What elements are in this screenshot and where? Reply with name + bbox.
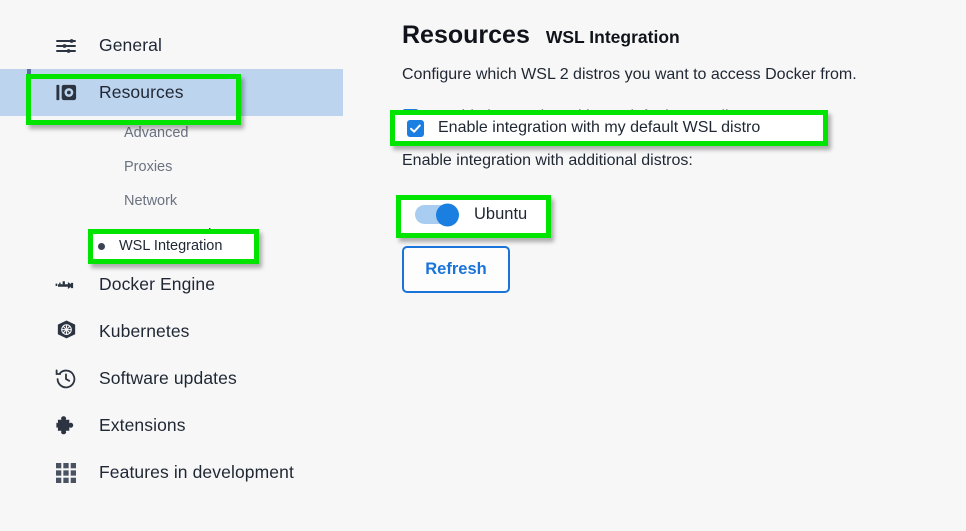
sidebar-item-label: Software updates	[99, 368, 237, 388]
sidebar-subitem-label: WSL Integration	[119, 238, 223, 254]
sidebar-subitem-label: Advanced	[124, 125, 189, 141]
settings-main-panel: Resources WSL Integration Configure whic…	[390, 0, 966, 531]
page-description: Configure which WSL 2 distros you want t…	[402, 66, 857, 83]
sidebar-item-kubernetes[interactable]: Kubernetes	[0, 308, 390, 355]
history-clock-icon	[53, 366, 79, 392]
sliders-icon	[53, 33, 79, 59]
sidebar-item-label: Docker Engine	[99, 274, 216, 294]
ubuntu-toggle-switch[interactable]	[415, 203, 459, 226]
kubernetes-icon	[53, 319, 79, 345]
page-title: Resources WSL Integration	[402, 21, 966, 50]
ubuntu-toggle-label: Ubuntu	[474, 205, 528, 223]
additional-distros-label: Enable integration with additional distr…	[402, 152, 693, 169]
annotation-content-ubuntu-toggle[interactable]: Ubuntu	[415, 203, 528, 226]
sidebar-item-label: Kubernetes	[99, 321, 190, 341]
toggle-knob	[436, 203, 459, 226]
sidebar-item-label: Extensions	[99, 415, 186, 435]
resources-icon	[53, 80, 79, 106]
checkbox-checked-icon[interactable]	[407, 119, 424, 137]
sidebar-item-features-in-development[interactable]: Features in development	[0, 449, 390, 496]
docker-engine-icon	[53, 272, 79, 298]
active-bullet-icon	[98, 242, 105, 250]
default-distro-checkbox-label: Enable integration with my default WSL d…	[438, 119, 761, 136]
annotation-content-default-distro[interactable]: Enable integration with my default WSL d…	[407, 119, 760, 137]
sidebar-subitem-proxies[interactable]: Proxies	[0, 150, 390, 184]
sidebar-item-label: Features in development	[99, 462, 294, 482]
sidebar-subitem-network[interactable]: Network	[0, 184, 390, 218]
sidebar-item-general[interactable]: General	[0, 22, 390, 69]
puzzle-piece-icon	[53, 413, 79, 439]
settings-sidebar: General Resources Advanced Proxies Netwo…	[0, 0, 390, 531]
sidebar-item-extensions[interactable]: Extensions	[0, 402, 390, 449]
sidebar-subitem-label: Proxies	[124, 159, 173, 175]
page-title-sub: WSL Integration	[545, 27, 680, 47]
page-title-main: Resources	[402, 21, 530, 49]
sidebar-item-label: Resources	[99, 82, 184, 102]
sidebar-item-label: General	[99, 35, 162, 55]
sidebar-subitem-advanced[interactable]: Advanced	[0, 116, 390, 150]
sidebar-item-docker-engine[interactable]: Docker Engine	[0, 261, 390, 308]
grid-icon	[53, 460, 79, 486]
sidebar-subitem-label: Network	[124, 193, 178, 209]
refresh-button[interactable]: Refresh	[402, 246, 510, 293]
sidebar-item-software-updates[interactable]: Software updates	[0, 355, 390, 402]
sidebar-item-resources[interactable]: Resources	[0, 69, 343, 116]
annotation-content-wsl-integration[interactable]: WSL Integration	[98, 238, 222, 254]
